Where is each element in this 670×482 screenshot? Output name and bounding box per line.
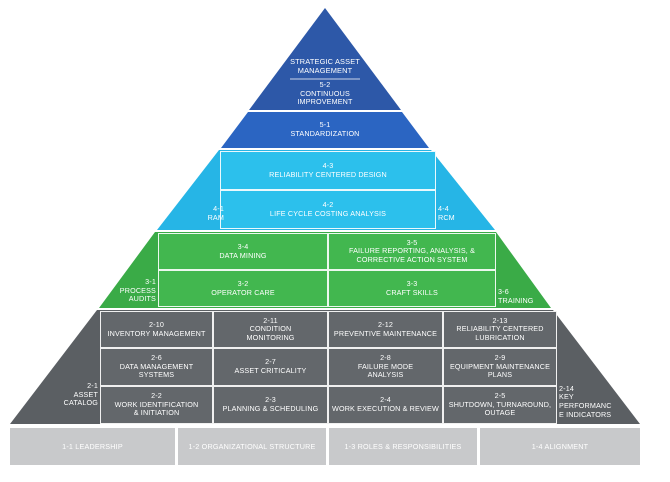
- lcca-box: [220, 190, 436, 229]
- planning-box: [213, 386, 328, 424]
- org-structure-block: 1-2 ORGANIZATIONAL STRUCTURE: [178, 428, 326, 465]
- preventive-label: 2-12 PREVENTIVE MAINTENANCE: [333, 319, 438, 338]
- leadership-block: 1-1 LEADERSHIP: [10, 428, 175, 465]
- asset-catalog-label: 2-1 ASSET CATALOG: [63, 381, 98, 408]
- rcm-label: 4-4 RCM: [438, 204, 455, 222]
- failure-reporting-label: 3-5 FAILURE REPORTING, ANALYSIS, & CORRE…: [348, 237, 476, 264]
- lubrication-box: [443, 311, 557, 348]
- tier-strategic-triangle: [249, 8, 401, 110]
- operator-care-label: 3-2 OPERATOR CARE: [211, 278, 275, 297]
- condition-label: 2-11 CONDITION MONITORING: [246, 315, 295, 342]
- lcca-label: 4-2 LIFE CYCLE COSTING ANALYSIS: [269, 199, 387, 218]
- fmea-box: [328, 348, 443, 386]
- alignment-block: 1-4 ALIGNMENT: [480, 428, 640, 465]
- standardization-label: 5-1 STANDARDIZATION: [290, 120, 360, 138]
- ram-label: 4-1 RAM: [207, 204, 224, 222]
- kpi-label: 2-14 KEY PERFORMANC E INDICATORS: [559, 383, 612, 419]
- rcd-label: 4-3 RELIABILITY CENTERED DESIGN: [269, 160, 387, 179]
- inventory-box: [100, 311, 213, 348]
- fmea-label: 2-8 FAILURE MODE ANALYSIS: [357, 353, 414, 380]
- data-mining-label: 3-4 DATA MINING: [219, 241, 267, 260]
- work-id-box: [100, 386, 213, 424]
- tier-standardization-band: [221, 112, 429, 148]
- roles-block: 1-3 ROLES & RESPONSIBILITIES: [329, 428, 477, 465]
- equipment-plans-box: [443, 348, 557, 386]
- planning-label: 2-3 PLANNING & SCHEDULING: [222, 395, 319, 413]
- rcd-box: [220, 151, 436, 190]
- craft-skills-label: 3-3 CRAFT SKILLS: [386, 278, 438, 297]
- operator-care-box: [158, 270, 328, 307]
- data-mgmt-label: 2-6 DATA MANAGEMENT SYSTEMS: [119, 353, 194, 380]
- strategic-asset-management-label: STRATEGIC ASSET MANAGEMENT: [290, 57, 360, 75]
- criticality-box: [213, 348, 328, 386]
- failure-reporting-box: [328, 233, 496, 270]
- condition-box: [213, 311, 328, 348]
- continuous-improvement-label: 5-2 CONTINUOUS IMPROVEMENT: [297, 80, 353, 107]
- equipment-plans-label: 2-9 EQUIPMENT MAINTENANCE PLANS: [449, 353, 551, 380]
- process-audits-label: 3-1 PROCESS AUDITS: [119, 277, 156, 304]
- work-exec-box: [328, 386, 443, 424]
- data-mgmt-box: [100, 348, 213, 386]
- data-mining-box: [158, 233, 328, 270]
- criticality-label: 2-7 ASSET CRITICALITY: [234, 357, 307, 375]
- work-id-label: 2-2 WORK IDENTIFICATION & INITIATION: [114, 391, 199, 418]
- preventive-box: [328, 311, 443, 348]
- work-exec-label: 2-4 WORK EXECUTION & REVIEW: [332, 395, 439, 413]
- lubrication-label: 2-13 RELIABILITY CENTERED LUBRICATION: [456, 315, 544, 342]
- shutdown-box: [443, 386, 557, 424]
- inventory-label: 2-10 INVENTORY MANAGEMENT: [107, 319, 206, 338]
- shutdown-label: 2-5 SHUTDOWN, TURNAROUND, OUTAGE: [448, 391, 552, 418]
- craft-skills-box: [328, 270, 496, 307]
- training-label: 3-6 TRAINING: [498, 287, 534, 305]
